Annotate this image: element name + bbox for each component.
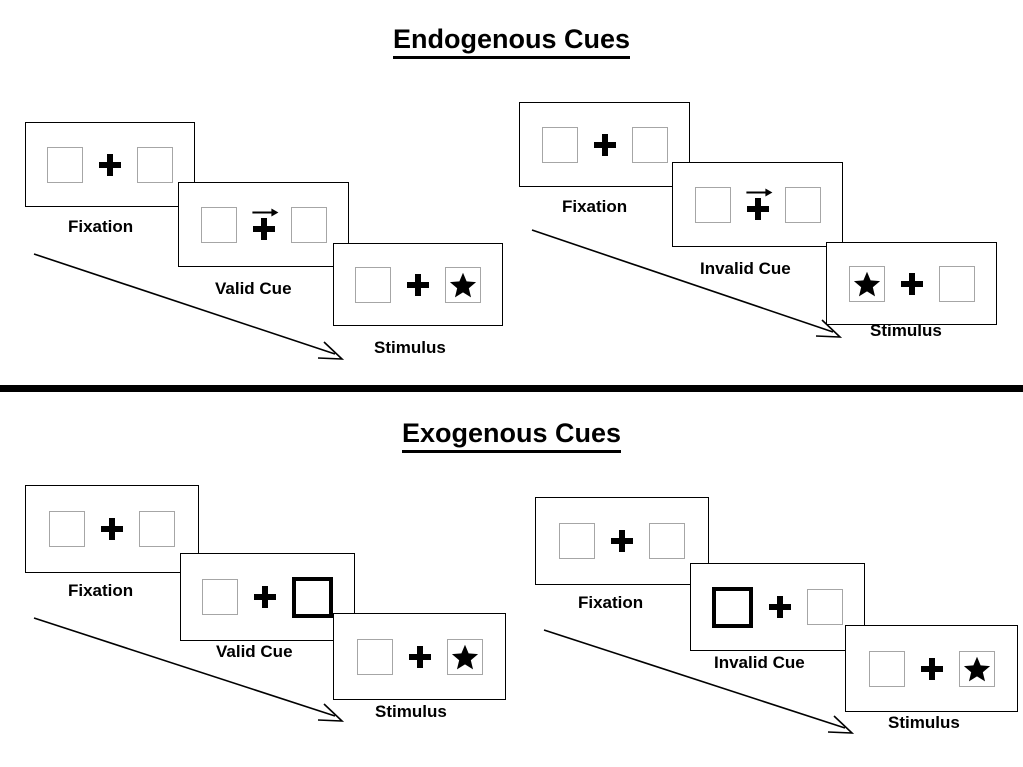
fixation-area xyxy=(899,265,925,303)
fixation-area xyxy=(592,126,618,164)
star-icon xyxy=(449,272,477,297)
fixation-area xyxy=(252,578,278,616)
right-box xyxy=(137,146,173,183)
left-box xyxy=(694,186,731,223)
endogenous-invalid-fixation-label: Fixation xyxy=(562,197,628,216)
endogenous-valid-fixation-panel xyxy=(25,122,195,207)
endogenous-valid-stimulus-label: Stimulus xyxy=(374,338,446,357)
plus-cross-icon xyxy=(99,153,121,176)
endogenous-invalid-stimulus-panel xyxy=(826,242,997,325)
left-box-cued xyxy=(712,586,753,628)
left-box xyxy=(541,126,578,163)
arrow-right-icon xyxy=(745,188,772,196)
left-box xyxy=(49,511,85,547)
exogenous-valid-fixation-panel xyxy=(25,485,199,573)
right-box xyxy=(938,265,975,302)
exogenous-title-text: Exogenous Cues xyxy=(401,418,622,453)
panel-content xyxy=(691,564,864,650)
star-icon xyxy=(451,644,478,669)
exogenous-invalid-stimulus-label: Stimulus xyxy=(888,713,960,732)
exogenous-invalid-fixation-label: Fixation xyxy=(578,593,644,612)
exogenous-invalid-fixation-panel xyxy=(535,497,709,585)
panel-content xyxy=(536,498,708,584)
fixation-area xyxy=(407,638,433,676)
endogenous-invalid-stimulus-label: Stimulus xyxy=(870,321,942,340)
endogenous-title-text: Endogenous Cues xyxy=(392,24,630,59)
exogenous-valid-stimulus-label: Stimulus xyxy=(375,702,447,721)
panel-content xyxy=(179,183,348,266)
fixation-area xyxy=(405,266,431,304)
panel-content xyxy=(181,554,354,640)
plus-cross-icon xyxy=(254,586,276,608)
right-box xyxy=(807,589,843,625)
plus-cross-icon xyxy=(252,218,275,241)
panel-content xyxy=(334,244,502,325)
panel-content xyxy=(520,103,689,186)
endogenous-section-title: Endogenous Cues xyxy=(0,24,1023,59)
plus-cross-icon xyxy=(920,657,943,680)
panel-content xyxy=(26,486,198,572)
plus-cross-icon xyxy=(593,133,616,156)
exogenous-valid-stimulus-panel xyxy=(333,613,506,700)
panel-content xyxy=(673,163,842,246)
endogenous-invalid-cue-label: Invalid Cue xyxy=(700,259,791,278)
panel-content xyxy=(26,123,194,206)
right-box xyxy=(649,523,685,559)
endogenous-invalid-fixation-panel xyxy=(519,102,690,187)
left-box xyxy=(202,579,238,615)
arrow-right-icon xyxy=(251,208,278,216)
exogenous-valid-cue-label: Valid Cue xyxy=(216,642,293,661)
right-box xyxy=(784,186,821,223)
left-box xyxy=(47,146,83,183)
endogenous-valid-stimulus-panel xyxy=(333,243,503,326)
right-box xyxy=(445,266,481,303)
endogenous-valid-cue-label: Valid Cue xyxy=(215,279,292,298)
fixation-area xyxy=(99,510,125,548)
plus-cross-icon xyxy=(900,272,923,295)
fixation-area xyxy=(251,206,278,244)
plus-cross-icon xyxy=(746,198,769,221)
star-icon xyxy=(963,656,990,681)
left-box xyxy=(200,206,237,243)
fixation-area xyxy=(767,588,793,626)
panel-content xyxy=(846,626,1017,711)
endogenous-valid-fixation-label: Fixation xyxy=(68,217,134,236)
endogenous-invalid-cue-panel xyxy=(672,162,843,247)
exogenous-valid-cue-panel xyxy=(180,553,355,641)
right-box xyxy=(290,206,327,243)
right-box xyxy=(139,511,175,547)
right-box xyxy=(631,126,668,163)
plus-cross-icon xyxy=(101,518,123,540)
left-box xyxy=(868,650,905,687)
left-box xyxy=(848,265,885,302)
exogenous-section-title: Exogenous Cues xyxy=(0,418,1023,453)
right-box xyxy=(958,650,995,687)
right-box-cued xyxy=(292,576,333,618)
exogenous-invalid-stimulus-panel xyxy=(845,625,1018,712)
exogenous-valid-fixation-label: Fixation xyxy=(68,581,134,600)
panel-content xyxy=(827,243,996,324)
left-box xyxy=(356,638,393,675)
plus-cross-icon xyxy=(407,273,429,296)
plus-cross-icon xyxy=(769,596,791,618)
plus-cross-icon xyxy=(408,645,431,668)
section-divider xyxy=(0,385,1023,392)
fixation-area xyxy=(97,146,123,184)
exogenous-invalid-cue-panel xyxy=(690,563,865,651)
fixation-area xyxy=(609,522,635,560)
left-box xyxy=(355,266,391,303)
star-icon xyxy=(853,271,880,296)
endogenous-valid-cue-panel xyxy=(178,182,349,267)
plus-cross-icon xyxy=(611,530,633,552)
fixation-area xyxy=(919,650,945,688)
fixation-area xyxy=(745,186,772,224)
left-box xyxy=(559,523,595,559)
panel-content xyxy=(334,614,505,699)
exogenous-invalid-cue-label: Invalid Cue xyxy=(714,653,805,672)
right-box xyxy=(446,638,483,675)
